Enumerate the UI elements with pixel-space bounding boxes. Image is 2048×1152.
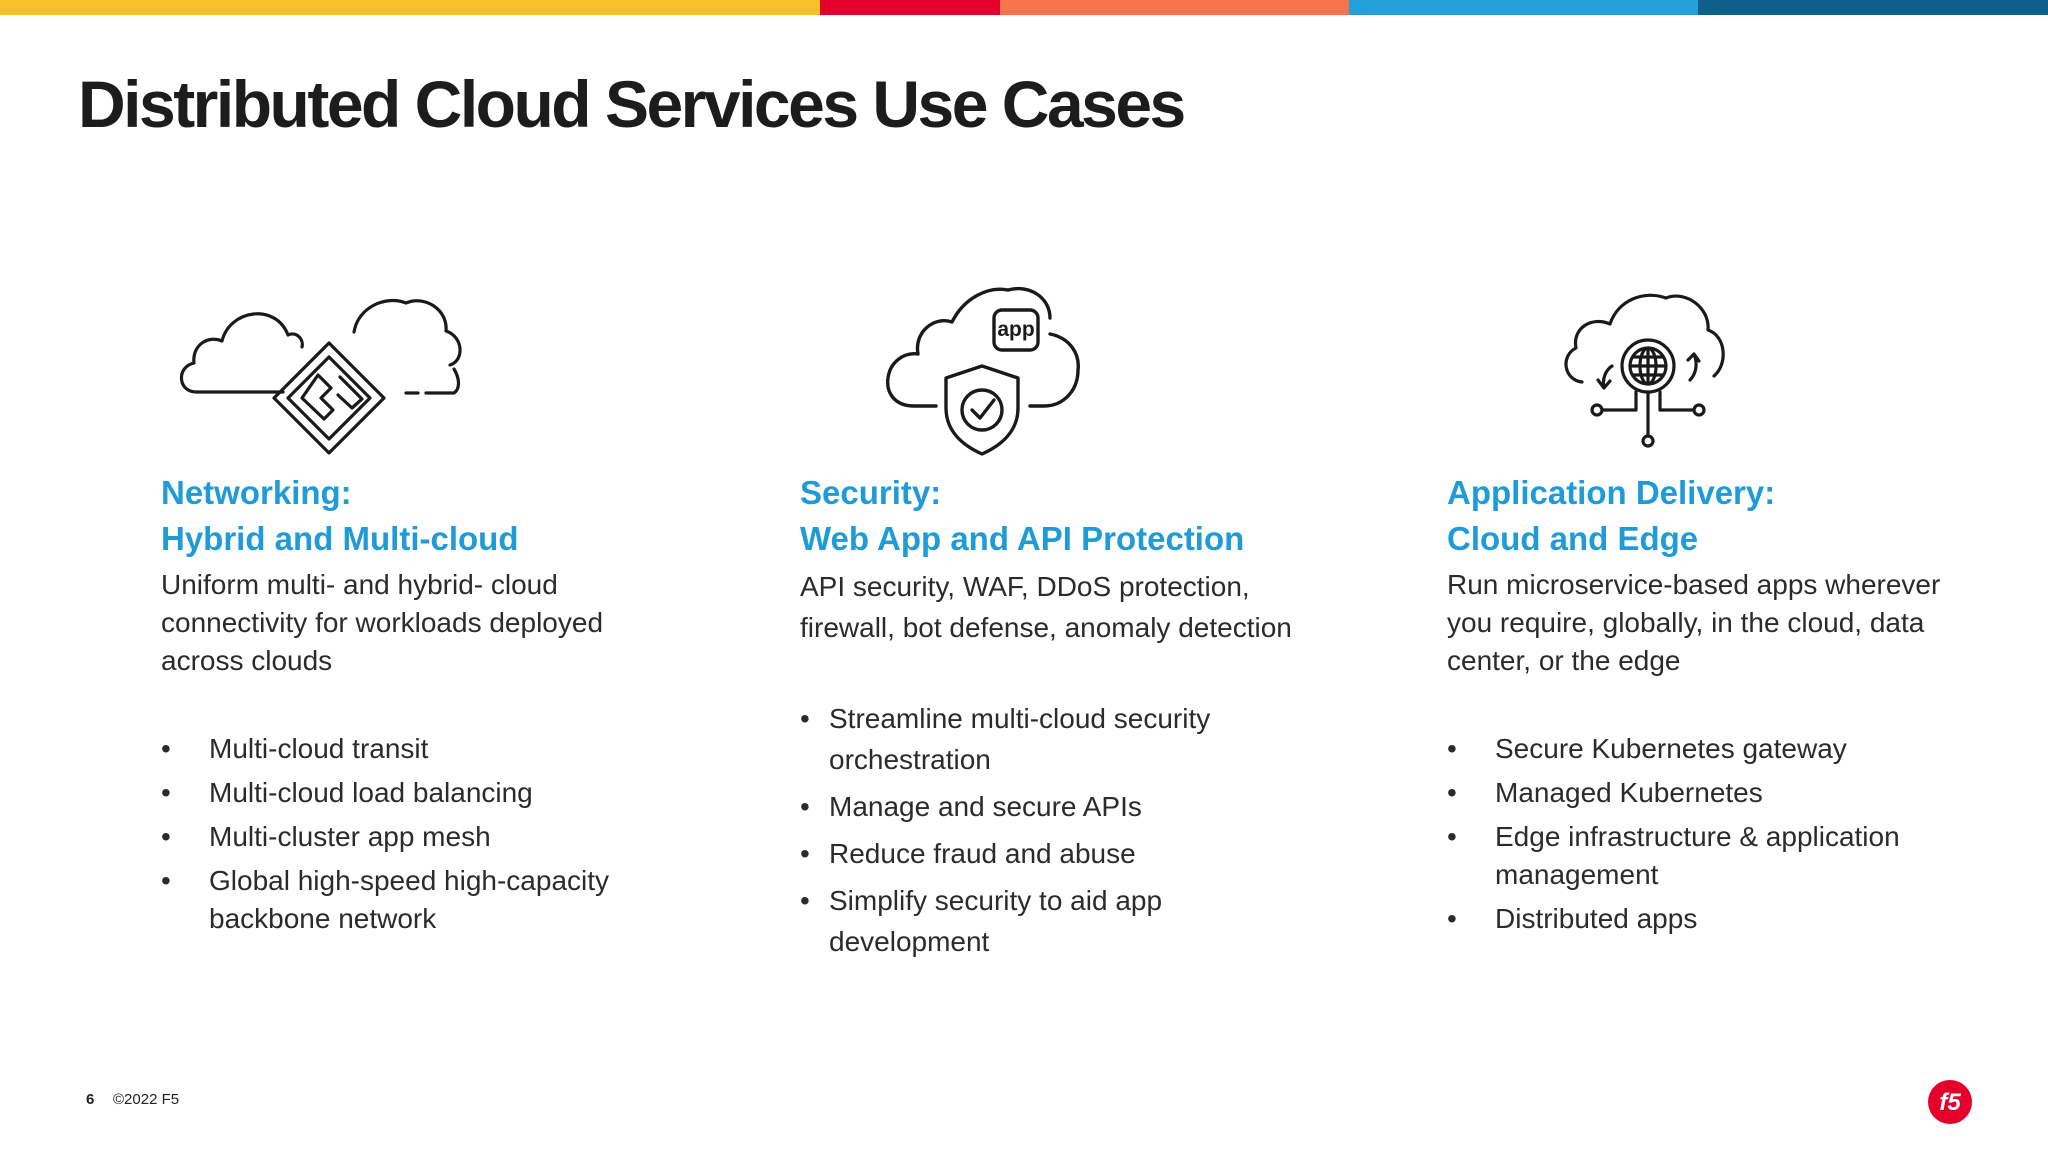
top-color-bar <box>0 0 2048 15</box>
list-item: •Multi-cloud load balancing <box>161 777 533 808</box>
list-item-text: Multi-cluster app mesh <box>209 821 491 852</box>
list-item: •Reduce fraud and abuse <box>800 838 1136 869</box>
column-description: Uniform multi- and hybrid- cloud connect… <box>161 569 604 676</box>
list-item-text: Reduce fraud and abuse <box>829 838 1136 869</box>
bar-dark-blue <box>1698 0 2048 15</box>
list-item-text: Distributed apps <box>1495 903 1698 934</box>
list-item-text: Managed Kubernetes <box>1495 777 1763 808</box>
list-item-text: Streamline multi-cloud security orchestr… <box>829 703 1211 775</box>
bullet-list: •Multi-cloud transit •Multi-cloud load b… <box>161 730 681 938</box>
column-subheading: Cloud and Edge <box>1447 520 1699 557</box>
bar-blue <box>1349 0 1698 15</box>
list-item: •Managed Kubernetes <box>1447 777 1763 808</box>
list-item-text: Global high-speed high-capacity backbone… <box>209 865 610 934</box>
list-item-text: Manage and secure APIs <box>829 791 1142 822</box>
two-clouds-connected-icon <box>179 298 462 455</box>
column-heading: Security: <box>800 474 942 511</box>
page-number: 6 <box>86 1091 95 1108</box>
bar-orange <box>1000 0 1349 15</box>
column-heading: Networking: <box>161 474 352 511</box>
column-application-delivery: Application Delivery: Cloud and Edge Run… <box>1447 470 1947 944</box>
list-item: •Edge infrastructure & application manag… <box>1447 821 1900 890</box>
list-item-text: Secure Kubernetes gateway <box>1495 733 1847 764</box>
list-item: •Global high-speed high-capacity backbon… <box>161 865 610 934</box>
list-item: •Secure Kubernetes gateway <box>1447 733 1847 764</box>
page-title: Distributed Cloud Services Use Cases <box>78 67 1186 141</box>
column-description: API security, WAF, DDoS protection, fire… <box>800 571 1292 643</box>
list-item: •Multi-cluster app mesh <box>161 821 491 852</box>
svg-text:f5: f5 <box>1939 1089 1961 1116</box>
bar-red <box>820 0 1000 15</box>
f5-logo: f5 <box>1928 1080 1972 1124</box>
app-icon-label: app <box>997 318 1035 341</box>
column-heading: Application Delivery: <box>1447 474 1776 511</box>
list-item: •Manage and secure APIs <box>800 791 1142 822</box>
list-item-text: Edge infrastructure & application manage… <box>1495 821 1900 890</box>
list-item: •Simplify security to aid app developmen… <box>800 885 1163 957</box>
list-item: •Streamline multi-cloud security orchest… <box>800 703 1211 775</box>
list-item-text: Simplify security to aid app development <box>829 885 1163 957</box>
copyright-text: ©2022 F5 <box>113 1091 180 1108</box>
list-item-text: Multi-cloud transit <box>209 733 429 764</box>
column-subheading: Web App and API Protection <box>800 520 1245 557</box>
bullet-list: •Secure Kubernetes gateway •Managed Kube… <box>1447 730 1947 938</box>
bar-yellow <box>0 0 820 15</box>
list-item: •Multi-cloud transit <box>161 733 429 764</box>
list-item: •Distributed apps <box>1447 903 1698 934</box>
cloud-shield-app-icon <box>886 287 1080 456</box>
bullet-list: •Streamline multi-cloud security orchest… <box>800 698 1320 962</box>
column-subheading: Hybrid and Multi-cloud <box>161 520 519 557</box>
column-networking: Networking: Hybrid and Multi-cloud Unifo… <box>161 470 681 944</box>
list-item-text: Multi-cloud load balancing <box>209 777 533 808</box>
cloud-globe-network-icon <box>1564 293 1725 448</box>
column-security: Security: Web App and API Protection API… <box>800 470 1320 968</box>
column-description: Run microservice-based apps wherever you… <box>1447 569 1941 676</box>
